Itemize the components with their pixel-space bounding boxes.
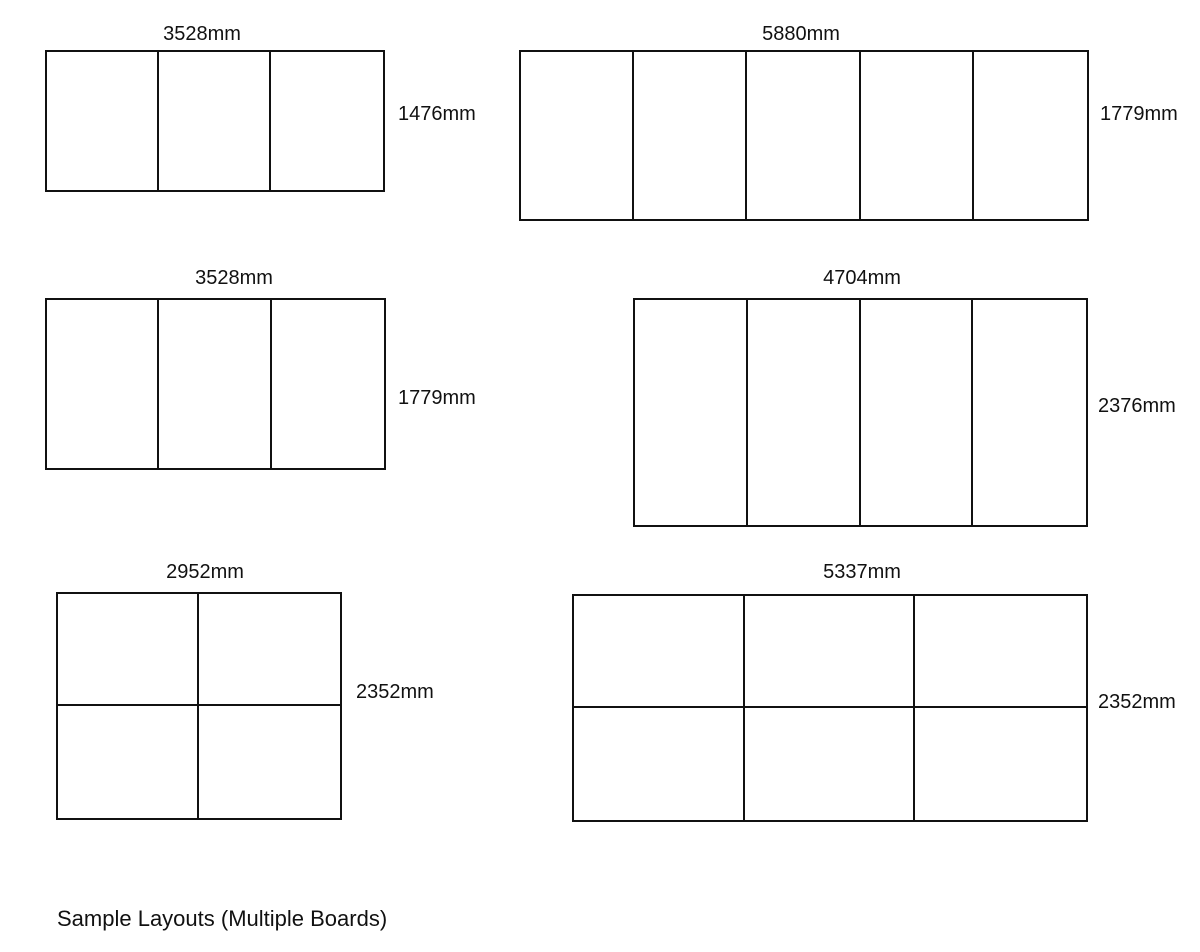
height-label: 1779mm	[398, 387, 476, 409]
board-panel	[915, 596, 1086, 708]
board-panel	[58, 706, 199, 818]
board-panel	[747, 52, 861, 219]
board-panel	[745, 708, 916, 820]
board-panel	[861, 300, 974, 525]
board-panel	[159, 52, 271, 190]
board-panel	[974, 52, 1087, 219]
board-panel	[861, 52, 974, 219]
board-panel	[271, 52, 383, 190]
board-grid	[56, 592, 342, 820]
height-label: 2352mm	[1098, 691, 1176, 713]
board-panel	[521, 52, 635, 219]
height-label: 2352mm	[356, 681, 434, 703]
board-grid	[45, 298, 386, 470]
board-panel	[47, 300, 160, 468]
width-label: 4704mm	[823, 267, 901, 289]
width-label: 5337mm	[823, 561, 901, 583]
board-panel	[748, 300, 861, 525]
width-label: 3528mm	[163, 23, 241, 45]
board-panel	[744, 596, 916, 708]
width-label: 3528mm	[195, 267, 273, 289]
diagram-caption: Sample Layouts (Multiple Boards)	[57, 906, 388, 931]
board-panel	[915, 708, 1086, 820]
board-panel	[574, 708, 745, 820]
board-panel	[574, 596, 745, 708]
height-label: 2376mm	[1098, 395, 1176, 417]
width-label: 5880mm	[762, 23, 840, 45]
height-label: 1779mm	[1100, 103, 1178, 125]
board-panel	[159, 300, 272, 468]
board-panel	[272, 300, 384, 468]
board-panel	[973, 300, 1086, 525]
height-label: 1476mm	[398, 103, 476, 125]
board-grid	[45, 50, 385, 192]
board-panel	[634, 52, 748, 219]
board-panel	[58, 594, 199, 706]
width-label: 2952mm	[166, 561, 244, 583]
board-grid	[572, 594, 1088, 822]
board-grid	[519, 50, 1089, 221]
board-panel	[199, 706, 340, 818]
board-panel	[47, 52, 159, 190]
board-grid	[633, 298, 1088, 527]
board-panel	[635, 300, 748, 525]
board-panel	[199, 594, 340, 706]
